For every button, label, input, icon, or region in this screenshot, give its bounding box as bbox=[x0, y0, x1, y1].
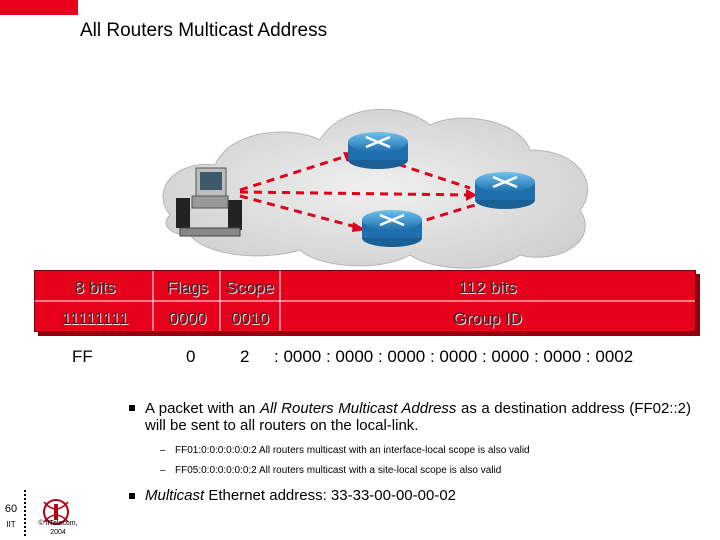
flags-label: Flags bbox=[166, 278, 209, 297]
bullet-all-routers: A packet with an All Routers Multicast A… bbox=[145, 400, 691, 434]
router-bottom bbox=[362, 210, 422, 247]
sub-bullet-site-local: FF05:0:0:0:0:0:0:2 All routers multicast… bbox=[175, 465, 502, 476]
bullet-emphasis: Multicast bbox=[145, 487, 205, 504]
arrow-to-router-right bbox=[239, 190, 471, 197]
arrow-to-router-bottom bbox=[239, 194, 361, 230]
address-format-box: 8 bits Flags Scope 112 bits 11111111 000… bbox=[34, 270, 696, 332]
scope-value: 0010 bbox=[231, 309, 269, 328]
scope-label: Scope bbox=[225, 278, 275, 297]
hex-scope: 2 bbox=[240, 347, 250, 366]
workstation-icon bbox=[176, 167, 242, 237]
router-right bbox=[475, 172, 535, 209]
hex-ff: FF bbox=[72, 347, 93, 366]
bullet-text: Ethernet address: 33-33-00-00-00-02 bbox=[204, 487, 457, 504]
bits8-label: 8 bits bbox=[74, 278, 116, 297]
router-top bbox=[348, 132, 408, 169]
org-label: IIT bbox=[6, 520, 16, 529]
hex-flag: 0 bbox=[186, 347, 196, 366]
arrow-to-router-top bbox=[239, 153, 351, 192]
network-diagram bbox=[162, 108, 589, 269]
bullet-ethernet: Multicast Ethernet address: 33-33-00-00-… bbox=[145, 487, 456, 504]
flags-value: 0000 bbox=[168, 309, 207, 328]
footer-divider bbox=[24, 490, 26, 538]
group-id-value: Group ID bbox=[453, 309, 522, 328]
bullet-marker bbox=[129, 493, 135, 499]
bits112-label: 112 bits bbox=[458, 278, 517, 297]
hex-rest: : 0000 : 0000 : 0000 : 0000 : 0000 : 000… bbox=[274, 347, 634, 366]
accent-bar bbox=[0, 0, 78, 15]
copyright: © IITelecom, 2004 bbox=[38, 520, 78, 536]
bullet-marker bbox=[129, 405, 135, 411]
sub-dash: – bbox=[160, 465, 166, 476]
bullet-emphasis: All Routers Multicast Address bbox=[259, 400, 457, 417]
page-title: All Routers Multicast Address bbox=[80, 20, 328, 41]
arrowhead-right bbox=[466, 189, 477, 201]
page-number: 60 bbox=[4, 503, 18, 515]
bullet-text: A packet with an bbox=[145, 400, 260, 417]
sub-dash: – bbox=[160, 445, 166, 456]
address-field-dividers bbox=[35, 271, 695, 331]
network-cloud bbox=[162, 108, 589, 269]
bullet-text: as a destination address (FF02::2) will … bbox=[145, 400, 691, 434]
prefix-value: 11111111 bbox=[61, 309, 129, 328]
sub-bullet-interface-local: FF01:0:0:0:0:0:0:2 All routers multicast… bbox=[175, 445, 530, 456]
iitelecom-logo bbox=[43, 499, 69, 525]
